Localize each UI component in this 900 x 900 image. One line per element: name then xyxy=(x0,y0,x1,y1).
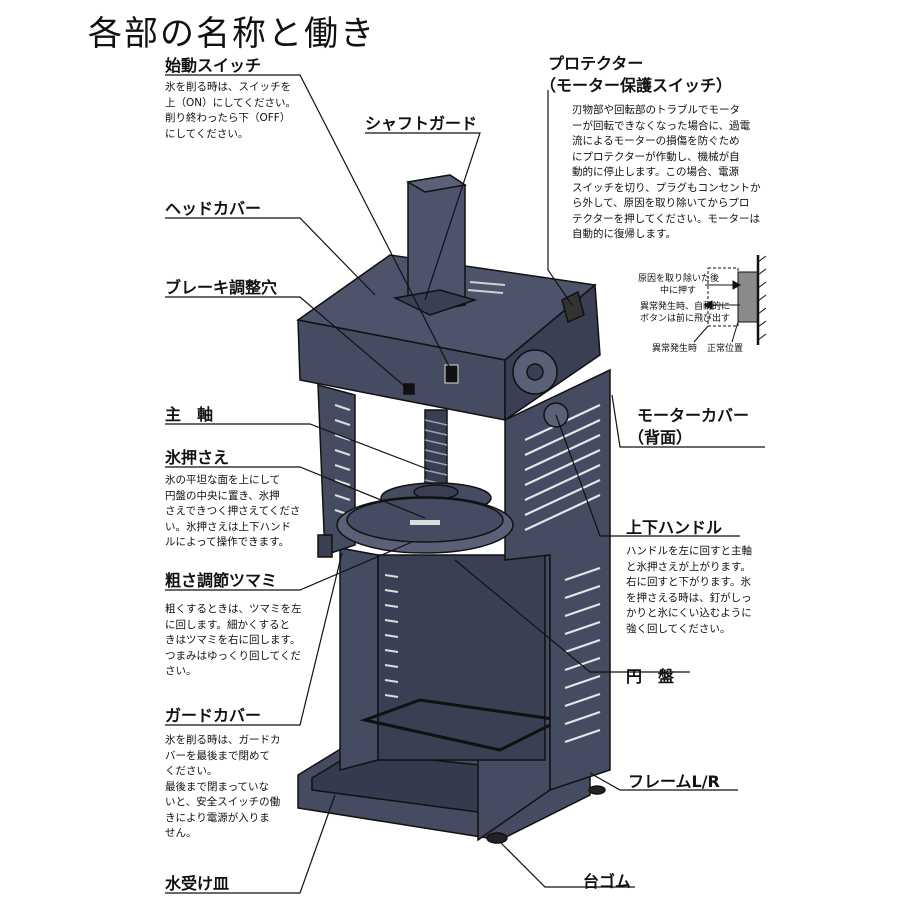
protector-inset xyxy=(693,255,767,345)
start-switch-description: 氷を削る時は、スイッチを 上（ON）にしてください。 削り終わったら下（OFF）… xyxy=(165,81,296,140)
inset-pop-text-1: 異常発生時、自動的に xyxy=(640,302,731,312)
rubber-foot-label: 台ゴム xyxy=(583,872,632,891)
motor-cover xyxy=(504,368,611,792)
ice-holder-description: 氷の平坦な面を上にして 円盤の中央に置き、氷押 さえできつく押さえてくださ い。… xyxy=(165,474,301,548)
updown-handle-label: 上下ハンドル xyxy=(626,518,723,537)
drip-tray-label: 水受け皿 xyxy=(165,874,230,893)
guard-cover-description: 氷を削る時は、ガードカ バーを最後まで閉めて ください。 最後まで閉まっていな … xyxy=(165,734,281,839)
inset-push-text-2: 中に押す xyxy=(660,286,697,296)
page-title: 各部の名称と働き xyxy=(88,14,376,54)
protector-label-sub: （モーター保護スイッチ） xyxy=(540,76,733,95)
motor-cover-label-sub: （背面） xyxy=(628,428,693,447)
brake-adjustment-hole xyxy=(403,383,415,395)
machine-illustration xyxy=(296,174,611,844)
main-shaft-label: 主 軸 xyxy=(165,405,214,424)
disk-label: 円 盤 xyxy=(626,667,675,686)
brake-hole-label: ブレーキ調整穴 xyxy=(165,278,278,297)
coarseness-knob-description: 粗くするときは、ツマミを左 に回します。細かくすると きはツマミを右に回します。… xyxy=(165,603,302,677)
frame-left-vents xyxy=(384,574,399,698)
inset-abnormal-position: 異常発生時 xyxy=(652,344,698,354)
motor-cover-label: モーターカバー xyxy=(637,406,750,425)
coarseness-knob-label: 粗さ調節ツマミ xyxy=(165,571,278,590)
inset-pop-text-2: ボタンは前に飛び出す xyxy=(640,314,731,324)
updown-handle-description: ハンドルを左に回すと主軸 と氷押さえが上がります。 右に回すと下がります。氷 を… xyxy=(626,545,752,635)
start-switch-label: 始動スイッチ xyxy=(165,56,262,75)
frame-lower-rear xyxy=(377,554,546,761)
shaft-guard-label: シャフトガード xyxy=(365,114,478,133)
guard-cover-label: ガードカバー xyxy=(165,706,262,725)
leader-lines xyxy=(165,74,765,894)
protector-description: 刃物部や回転部のトラブルでモータ ーが回転できなくなった場合に、過電 流によるモ… xyxy=(572,104,761,240)
ice-holder-label: 氷押さえ xyxy=(165,448,230,467)
head-cover-label: ヘッドカバー xyxy=(165,199,262,218)
inset-push-text-1: 原因を取り除いた後 xyxy=(638,274,720,284)
protector-button xyxy=(561,290,585,324)
frame-label: フレームL/R xyxy=(628,772,720,791)
start-switch-body xyxy=(444,364,459,384)
guard-cover-body xyxy=(317,534,333,558)
rubber-foot xyxy=(486,832,508,844)
inset-normal-position: 正常位置 xyxy=(707,344,744,354)
frame-left-front xyxy=(339,547,379,771)
protector-label: プロテクター xyxy=(548,54,644,73)
